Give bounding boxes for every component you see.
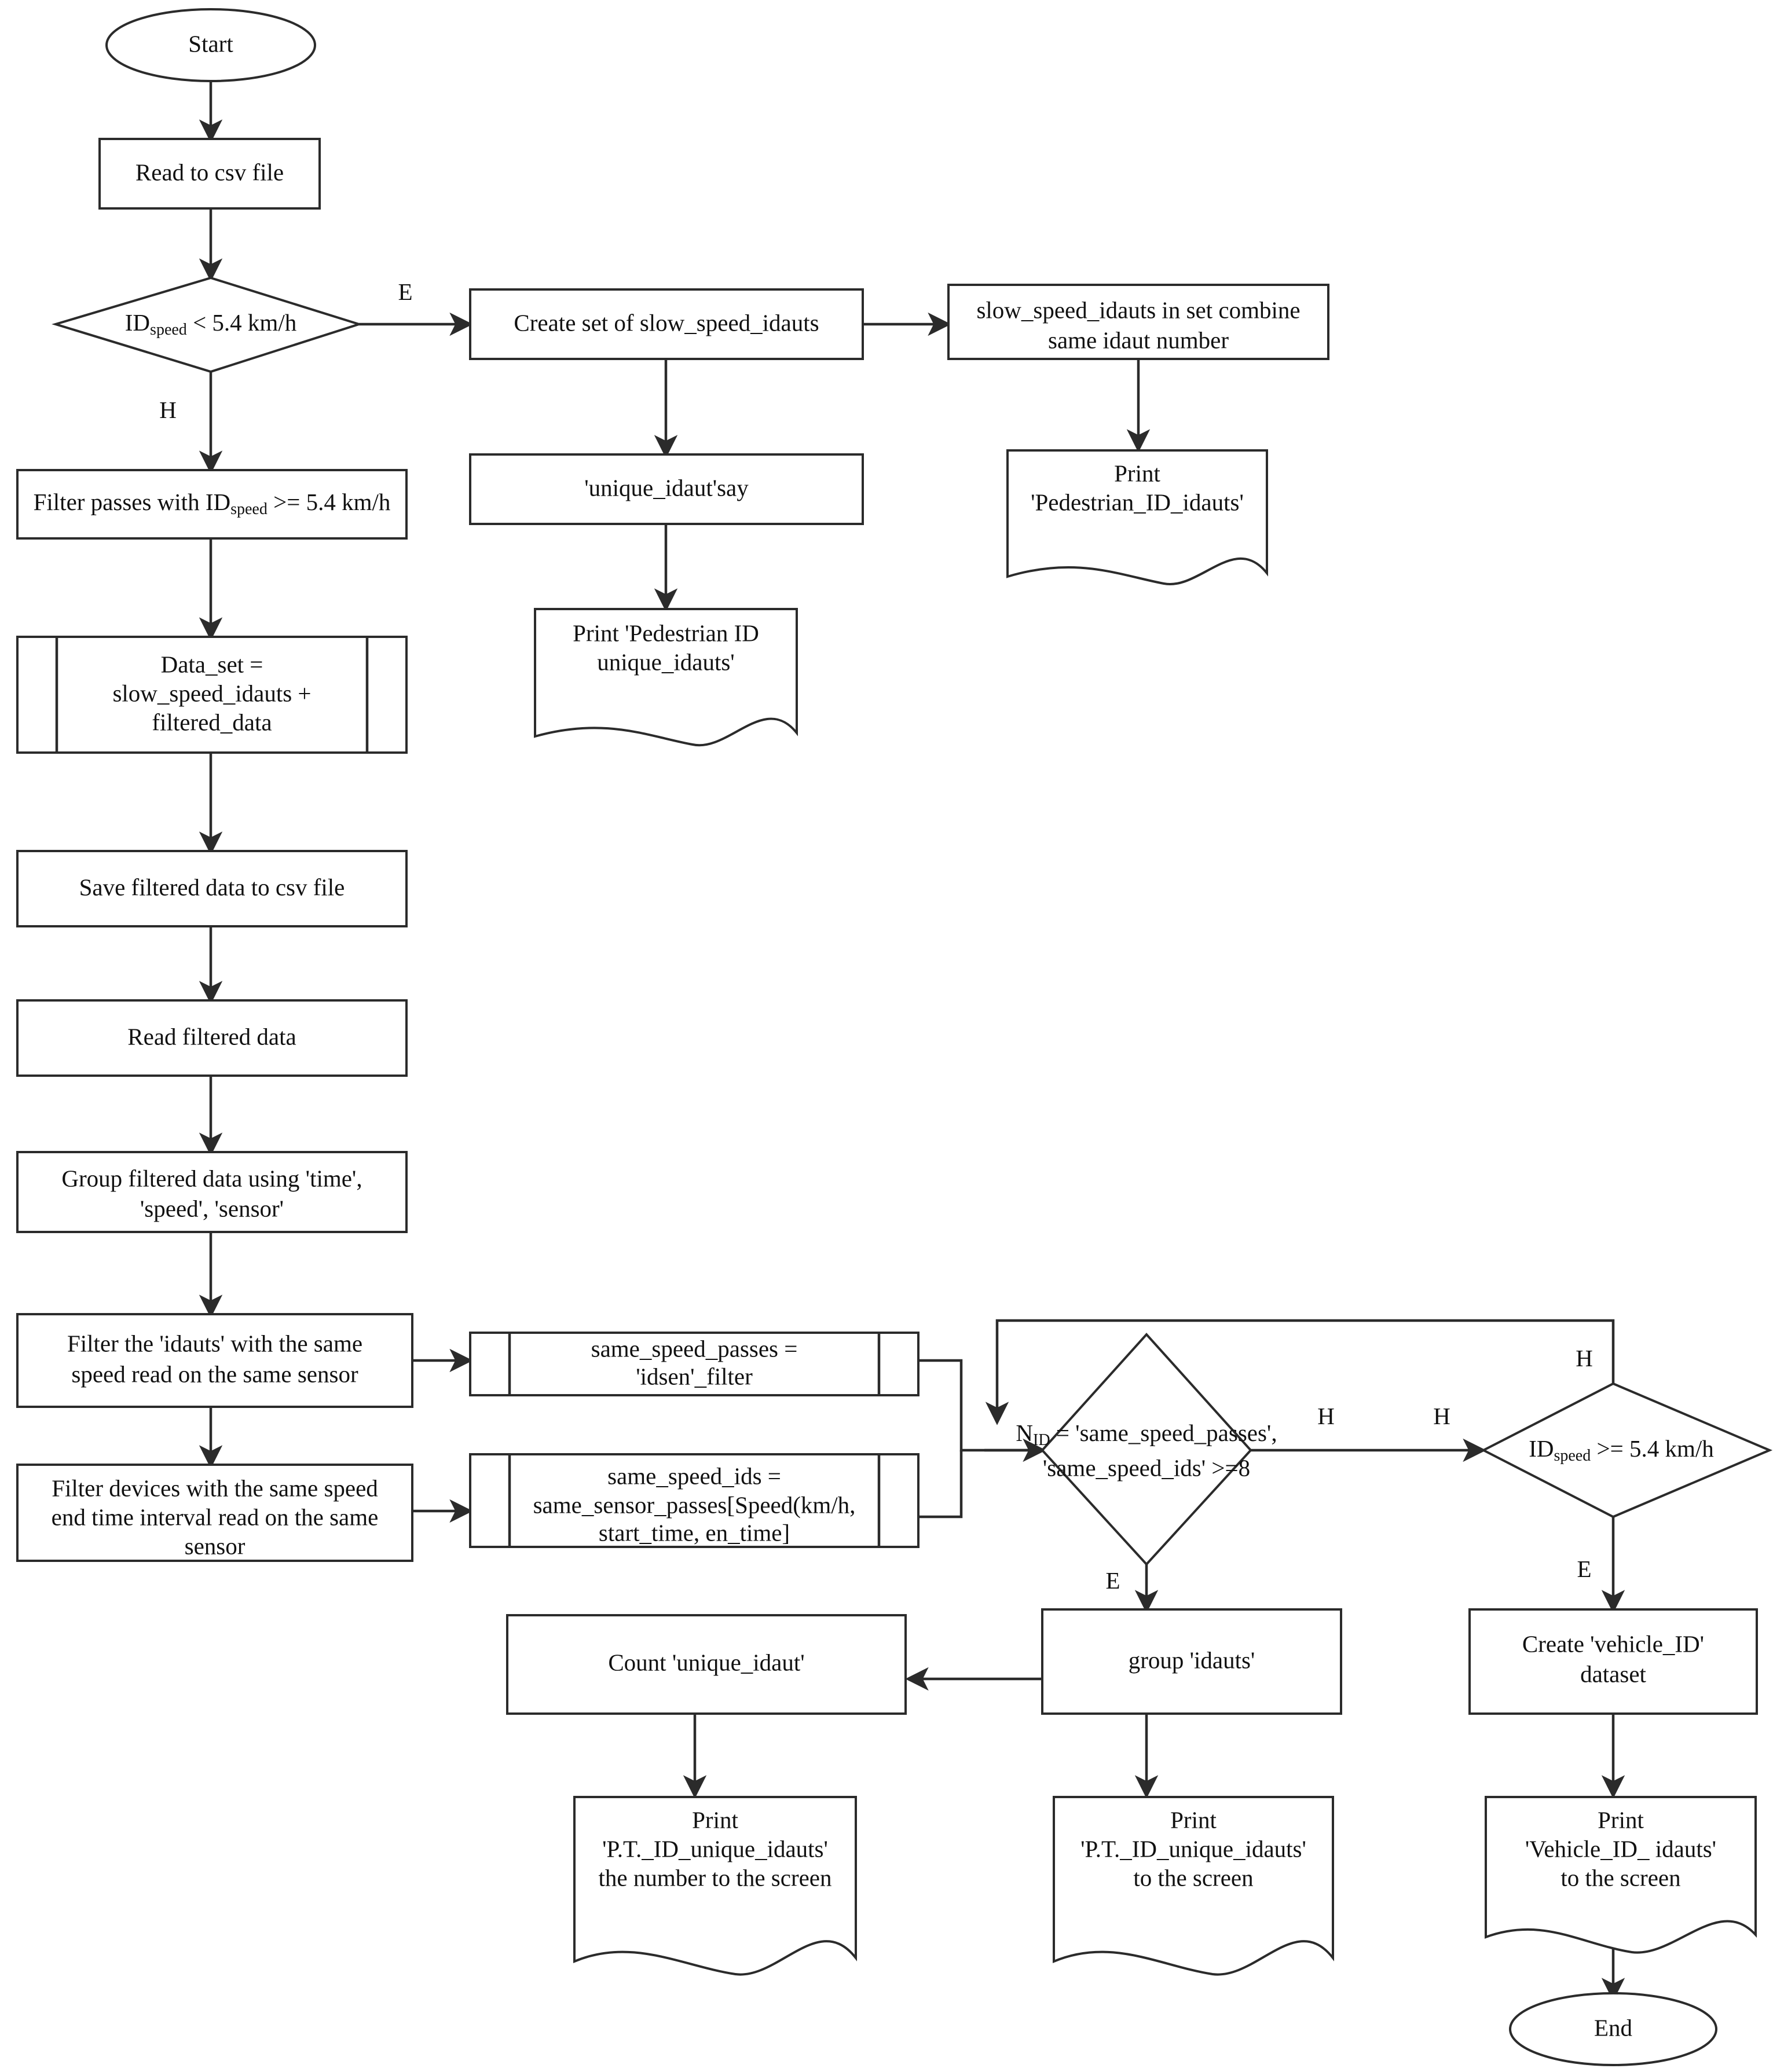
node-create-vehicle-line2: dataset	[1580, 1660, 1646, 1687]
edge-label-speed-ge-yes: E	[1577, 1556, 1591, 1582]
node-print-pt-count-line1: Print	[692, 1806, 738, 1833]
node-print-ped-unique-line1: Print 'Pedestrian ID	[573, 619, 759, 646]
node-ssp-line2: 'idsen'_filter	[636, 1363, 753, 1389]
node-data-set-line1: Data_set =	[161, 651, 263, 677]
node-print-pt-count-line2: 'P.T._ID_unique_idauts'	[602, 1835, 828, 1862]
node-same-speed-ids[interactable]: same_speed_ids = same_sensor_passes[Spee…	[469, 1453, 920, 1548]
node-print-ped-id-line1: Print	[1114, 460, 1160, 486]
node-group-filtered-line1: Group filtered data using 'time',	[61, 1165, 362, 1191]
edge-label-nid-no: H	[1317, 1403, 1335, 1429]
node-read-csv[interactable]: Read to csv file	[98, 138, 321, 210]
node-print-vehicle[interactable]: Print 'Vehicle_ID_ idauts' to the screen	[1485, 1796, 1757, 1954]
node-print-ped-unique-line2: unique_idauts'	[597, 648, 734, 675]
edge-label-speed-ge-in: H	[1433, 1403, 1450, 1429]
node-data-set-line2: slow_speed_idauts +	[112, 680, 311, 706]
node-filter-devices[interactable]: Filter devices with the same speed end t…	[16, 1464, 413, 1562]
node-filter-devices-line3: sensor	[185, 1532, 246, 1559]
node-read-filtered-label: Read filtered data	[127, 1023, 296, 1050]
edge-label-nid-yes: E	[1105, 1567, 1120, 1594]
node-print-pt-count-line3: the number to the screen	[598, 1864, 831, 1891]
node-unique-idaut-say[interactable]: 'unique_idaut'say	[469, 453, 864, 525]
edge-label-speed-lt-no: H	[159, 397, 177, 423]
node-count-unique[interactable]: Count 'unique_idaut'	[506, 1614, 907, 1715]
node-filter-idauts-line1: Filter the 'idauts' with the same	[67, 1330, 362, 1356]
connectors	[199, 45, 1625, 2001]
node-filter-passes-label: Filter passes with IDspeed >= 5.4 km/h	[34, 489, 391, 518]
node-decision-speed-ge[interactable]: IDspeed >= 5.4 km/h	[1481, 1382, 1773, 1519]
node-print-ped-id-idauts[interactable]: Print 'Pedestrian_ID_idauts'	[1006, 449, 1268, 586]
node-print-vehicle-line1: Print	[1598, 1806, 1644, 1833]
node-unique-idaut-say-label: 'unique_idaut'say	[584, 474, 749, 501]
node-create-vehicle-line1: Create 'vehicle_ID'	[1522, 1630, 1704, 1657]
node-print-pt-screen-line1: Print	[1170, 1806, 1217, 1833]
node-ssi-line2: same_sensor_passes[Speed(km/h,	[533, 1491, 856, 1518]
node-data-set[interactable]: Data_set = slow_speed_idauts + filtered_…	[16, 636, 408, 754]
node-save-filtered[interactable]: Save filtered data to csv file	[16, 850, 408, 927]
node-create-set[interactable]: Create set of slow_speed_idauts	[469, 288, 864, 360]
edge-ssi-to-nid	[918, 1450, 963, 1519]
node-filter-devices-line1: Filter devices with the same speed	[52, 1475, 378, 1501]
node-decision-nid[interactable]: NID = 'same_speed_passes', 'same_speed_i…	[1016, 1333, 1277, 1566]
node-print-pt-screen-line2: 'P.T._ID_unique_idauts'	[1080, 1835, 1306, 1862]
node-group-filtered-line2: 'speed', 'sensor'	[140, 1195, 284, 1222]
node-create-vehicle[interactable]: Create 'vehicle_ID' dataset	[1468, 1608, 1758, 1715]
node-decision-speed-ge-label: IDspeed >= 5.4 km/h	[1529, 1435, 1714, 1465]
node-combine-set[interactable]: slow_speed_idauts in set combine same id…	[947, 284, 1329, 360]
node-print-pt-count[interactable]: Print 'P.T._ID_unique_idauts' the number…	[573, 1796, 857, 1976]
node-end[interactable]: End	[1509, 1992, 1717, 2066]
node-print-ped-id-line2: 'Pedestrian_ID_idauts'	[1031, 489, 1244, 515]
edge-label-speed-ge-loop: H	[1576, 1345, 1593, 1371]
node-ssp-line1: same_speed_passes =	[591, 1335, 798, 1362]
node-decision-speed-lt[interactable]: IDspeed < 5.4 km/h	[52, 276, 363, 373]
node-print-vehicle-line3: to the screen	[1560, 1864, 1680, 1891]
node-filter-passes[interactable]: Filter passes with IDspeed >= 5.4 km/h	[16, 469, 408, 540]
node-print-pt-screen[interactable]: Print 'P.T._ID_unique_idauts' to the scr…	[1053, 1796, 1334, 1976]
node-print-ped-unique[interactable]: Print 'Pedestrian ID unique_idauts'	[534, 608, 798, 747]
edge-label-speed-lt-yes: E	[398, 278, 412, 305]
node-ssi-line1: same_speed_ids =	[607, 1462, 781, 1489]
node-end-label: End	[1594, 2014, 1632, 2041]
node-count-unique-label: Count 'unique_idaut'	[608, 1649, 804, 1675]
node-combine-set-line1: slow_speed_idauts in set combine	[976, 296, 1300, 323]
node-filter-idauts[interactable]: Filter the 'idauts' with the same speed …	[16, 1313, 413, 1408]
node-group-idauts-label: group 'idauts'	[1129, 1646, 1255, 1673]
node-decision-speed-lt-label: IDspeed < 5.4 km/h	[125, 309, 296, 339]
node-filter-idauts-line2: speed read on the same sensor	[71, 1360, 358, 1387]
node-group-filtered[interactable]: Group filtered data using 'time', 'speed…	[16, 1151, 408, 1233]
node-group-idauts[interactable]: group 'idauts'	[1041, 1608, 1342, 1715]
node-read-filtered[interactable]: Read filtered data	[16, 999, 408, 1077]
node-print-vehicle-line2: 'Vehicle_ID_ idauts'	[1525, 1835, 1716, 1862]
node-start-label: Start	[188, 30, 233, 57]
node-ssi-line3: start_time, en_time]	[599, 1519, 790, 1546]
node-print-pt-screen-line3: to the screen	[1133, 1864, 1253, 1891]
node-same-speed-passes[interactable]: same_speed_passes = 'idsen'_filter	[469, 1332, 920, 1396]
node-filter-devices-line2: end time interval read on the same	[52, 1503, 379, 1530]
node-create-set-label: Create set of slow_speed_idauts	[514, 309, 819, 336]
node-save-filtered-label: Save filtered data to csv file	[79, 874, 345, 900]
node-start[interactable]: Start	[105, 8, 316, 82]
node-read-csv-label: Read to csv file	[135, 159, 284, 185]
node-combine-set-line2: same idaut number	[1048, 327, 1229, 353]
node-decision-nid-line2: 'same_speed_ids' >=8	[1043, 1454, 1250, 1481]
node-data-set-line3: filtered_data	[152, 709, 272, 735]
node-decision-nid-line1: NID = 'same_speed_passes',	[1016, 1420, 1277, 1449]
